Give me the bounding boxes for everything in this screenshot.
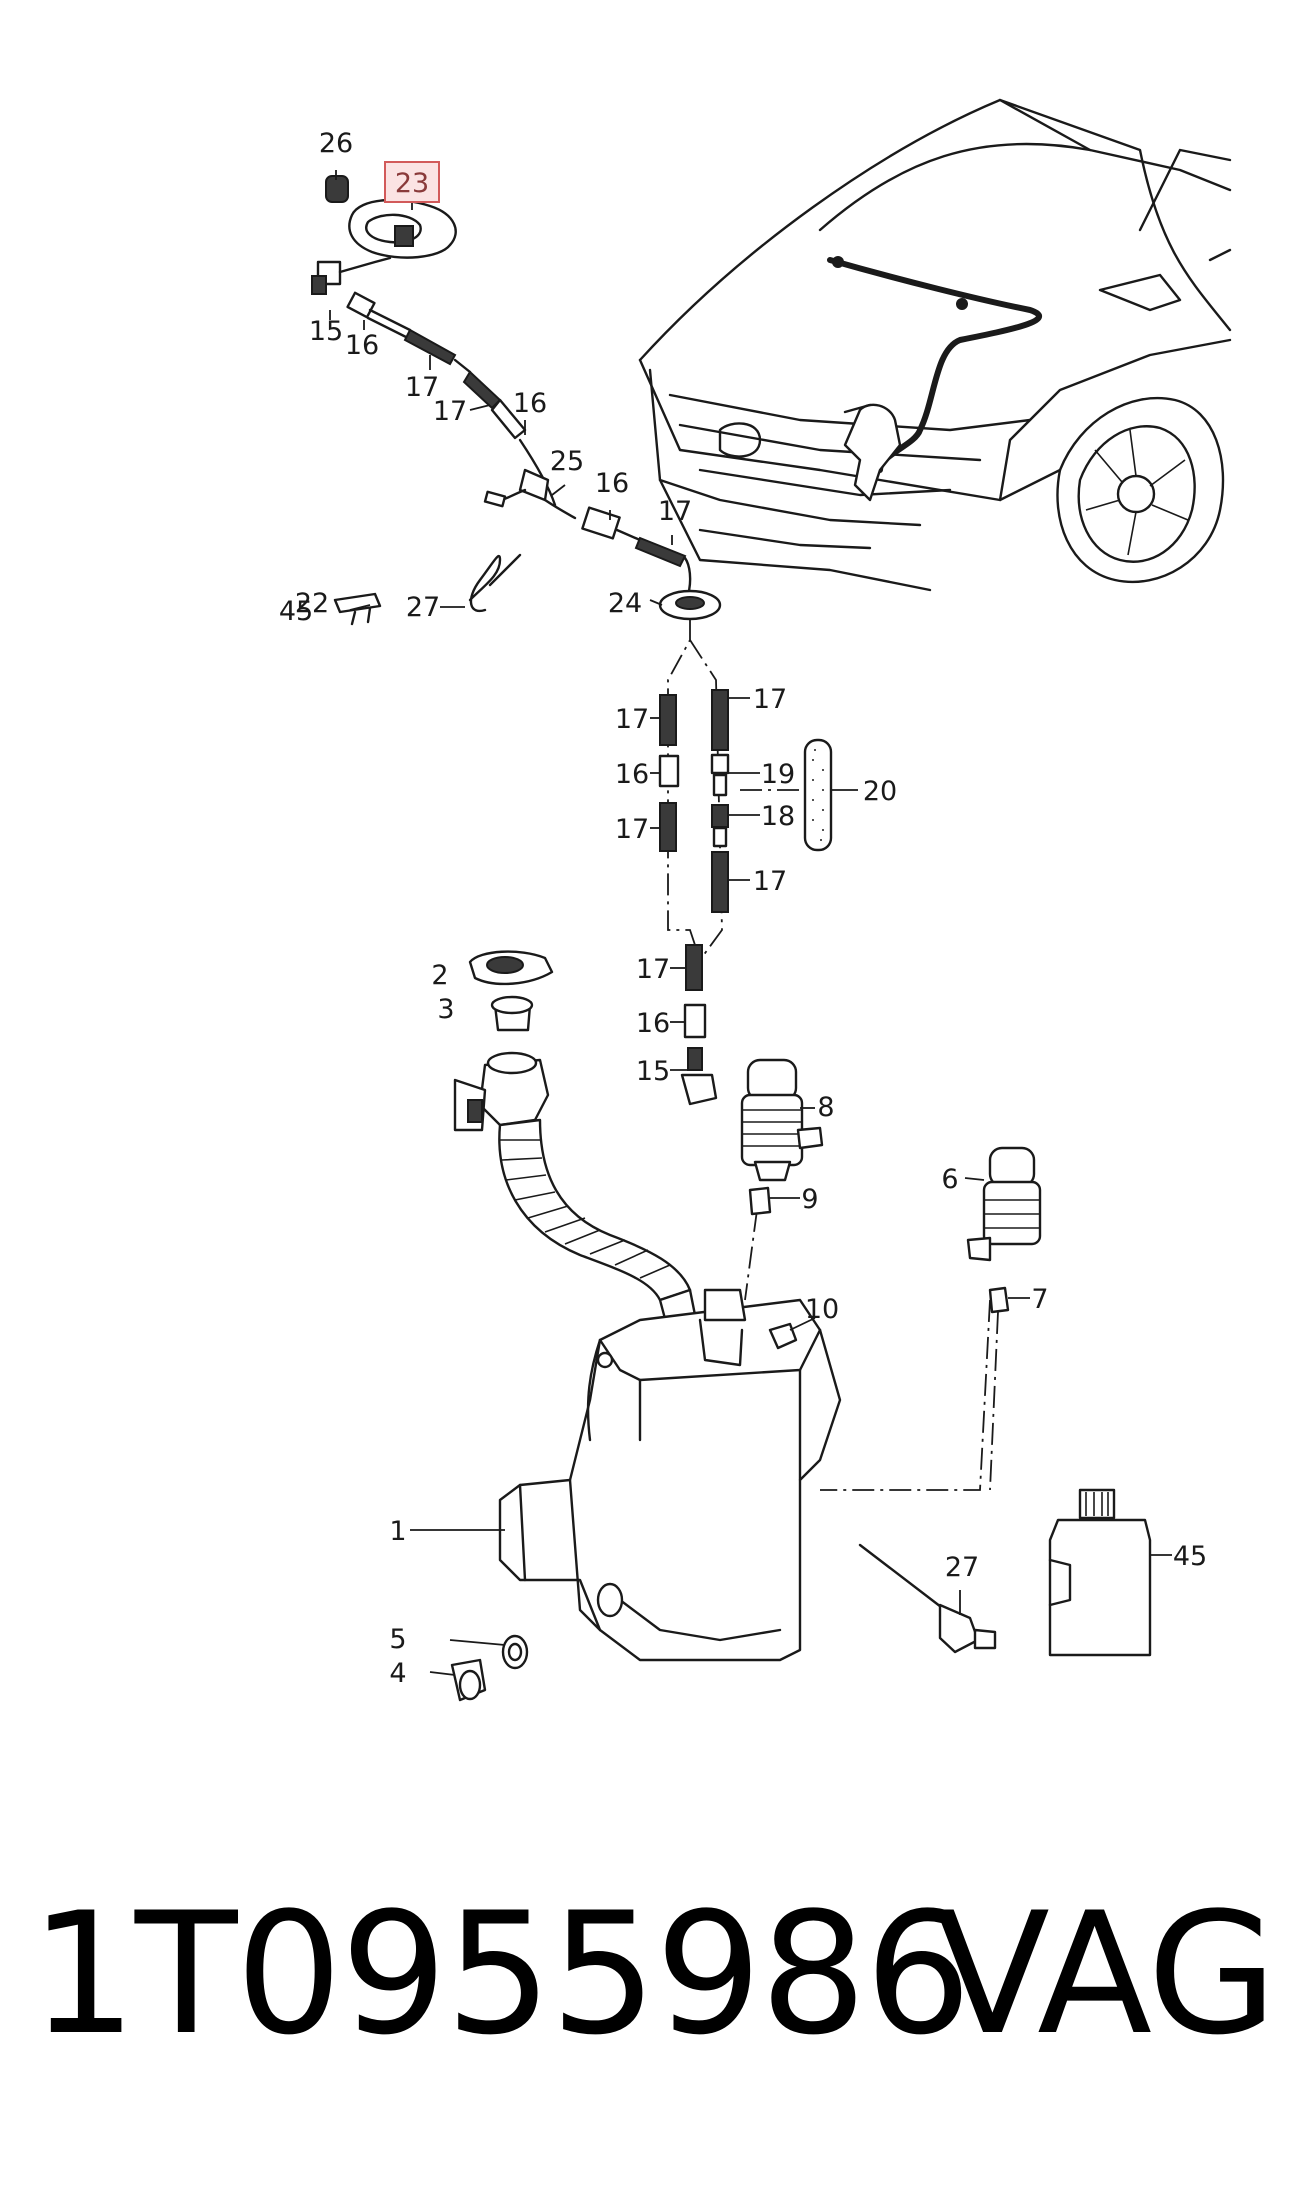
callout-label: 20 [863, 776, 897, 807]
callout-label: 16 [615, 759, 649, 790]
hose-kit [658, 620, 833, 1106]
callout-label: 17 [433, 396, 467, 427]
callout-label: 10 [805, 1294, 839, 1325]
car-front-illustration [638, 98, 1232, 592]
fluid-bottle-45 [1048, 1488, 1152, 1657]
callout-label: 24 [608, 588, 642, 619]
callout-label: 2 [431, 960, 448, 991]
callout-label: 15 [636, 1056, 670, 1087]
callout-label: 45 [279, 596, 313, 627]
callout-label: 4 [389, 1658, 406, 1689]
hose-ribbed-top [403, 328, 457, 366]
callout-label: 17 [615, 814, 649, 845]
callout-label: 27 [406, 592, 440, 623]
callout-label: 6 [941, 1164, 958, 1195]
callout-label: 15 [309, 316, 343, 347]
callout-23-label: 23 [395, 168, 429, 199]
callout-label: 17 [636, 954, 670, 985]
callout-label: 17 [753, 684, 787, 715]
washer-nozzle-assembly [311, 175, 722, 626]
washer-reservoir [498, 1209, 991, 1662]
callout-labels: 26 15 16 17 17 16 25 16 17 24 27 45 17 1… [279, 128, 1207, 1689]
seal-ring-5 [501, 1634, 529, 1670]
callout-label: 19 [761, 759, 795, 790]
callout-label: 17 [658, 496, 692, 527]
level-sensor-27 [858, 1543, 997, 1654]
protective-sleeve [803, 738, 833, 852]
exploded-parts-diagram: 23 26 15 16 17 17 16 25 16 17 24 27 45 1… [279, 98, 1232, 1702]
callout-label: 17 [753, 866, 787, 897]
callout-label: 26 [319, 128, 353, 159]
leader-lines [329, 170, 1172, 1676]
callout-label: 22 [295, 588, 329, 619]
callout-label: 1 [389, 1516, 406, 1547]
callout-label: 16 [345, 330, 379, 361]
callout-label: 16 [513, 388, 547, 419]
callout-label: 7 [1031, 1284, 1048, 1315]
callout-label: 18 [761, 801, 795, 832]
callout-label: 45 [1173, 1541, 1207, 1572]
callout-label: 8 [817, 1092, 834, 1123]
callout-label: 17 [405, 372, 439, 403]
callout-label: 17 [615, 704, 649, 735]
callout-label: 3 [437, 994, 454, 1025]
callout-label: 16 [595, 468, 629, 499]
drain-plug-4 [450, 1658, 487, 1702]
callout-label: 27 [945, 1552, 979, 1583]
callout-label: 16 [636, 1008, 670, 1039]
callout-label: 25 [550, 446, 584, 477]
part-number: 1T0955986 [30, 1876, 972, 2072]
callout-label: 9 [801, 1184, 818, 1215]
callout-label: 5 [389, 1624, 406, 1655]
callout-23-highlight[interactable]: 23 [384, 161, 440, 203]
grommet-10 [768, 1322, 798, 1350]
washer-pump-8 [740, 1058, 824, 1216]
washer-pump-6 [966, 1146, 1042, 1491]
brand-name: VAG [935, 1876, 1277, 2072]
